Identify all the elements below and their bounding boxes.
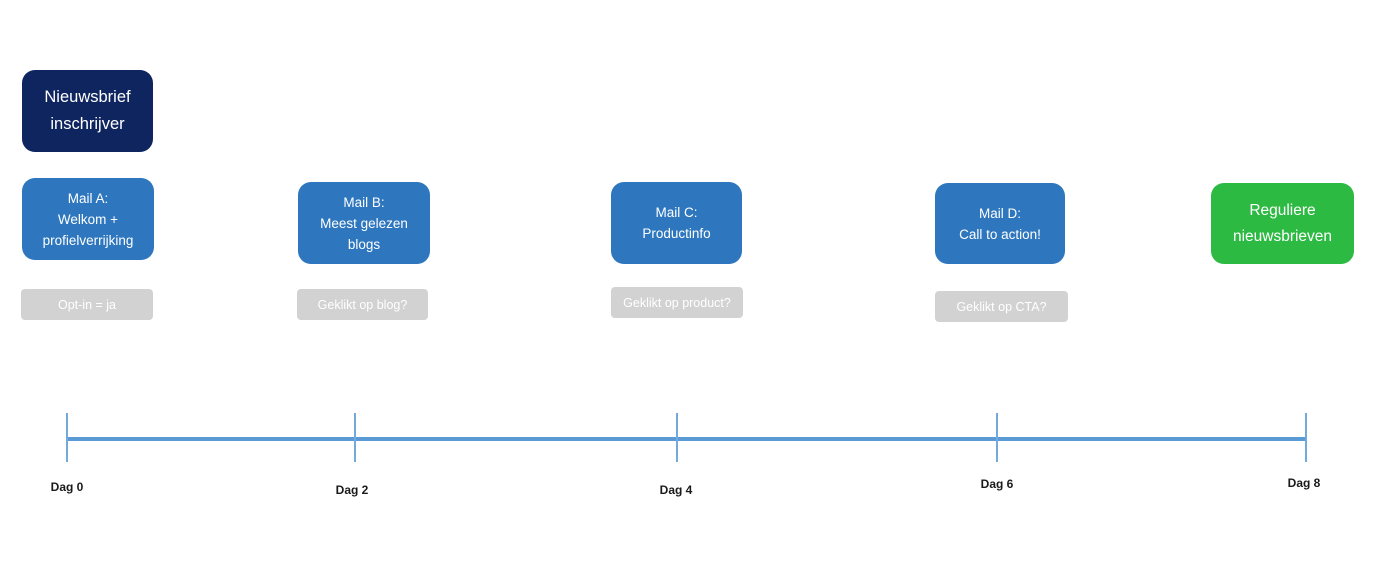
timeline-tick-dag-4 <box>676 413 678 462</box>
condition-geklikt-op-product: Geklikt op product? <box>611 287 743 318</box>
mail-c-label-line2: Productinfo <box>642 226 711 241</box>
timeline-label-dag-0: Dag 0 <box>50 480 84 494</box>
timeline-label-dag-2: Dag 2 <box>335 483 369 497</box>
mail-d-label-line1: Mail D: <box>978 205 1021 221</box>
timeline-label-dag-6: Dag 6 <box>980 477 1014 491</box>
timeline-tick-dag-2 <box>354 413 356 462</box>
outcome-node-label-line2: nieuwsbrieven <box>1232 227 1333 245</box>
entry-node-label-line2: inschrijver <box>50 115 125 133</box>
mail-b-label-line2: Meest gelezen <box>320 215 408 231</box>
mail-c-label-line1: Mail C: <box>655 205 698 220</box>
mail-b-label-line1: Mail B: <box>343 194 385 210</box>
mail-c-node: Mail C: Productinfo <box>611 182 742 264</box>
condition-opt-in: Opt-in = ja <box>21 289 153 320</box>
timeline-label-dag-4: Dag 4 <box>659 483 693 497</box>
mail-b-node: Mail B: Meest gelezen blogs <box>298 182 430 264</box>
mail-d-label-line2: Call to action! <box>959 226 1041 242</box>
condition-opt-in-label: Opt-in = ja <box>57 297 116 312</box>
mail-a-label-line3: profielverrijking <box>42 232 134 248</box>
mail-d-node: Mail D: Call to action! <box>935 183 1065 264</box>
mail-b-label-line3: blogs <box>347 236 381 252</box>
timeline-tick-dag-8 <box>1305 413 1307 462</box>
outcome-node-label-line1: Reguliere <box>1249 201 1316 219</box>
timeline-axis <box>67 437 1307 441</box>
entry-node-nieuwsbrief-inschrijver: Nieuwsbrief inschrijver <box>22 70 153 152</box>
timeline-label-dag-8: Dag 8 <box>1287 476 1321 490</box>
outcome-node-reguliere-nieuwsbrieven: Reguliere nieuwsbrieven <box>1211 183 1354 264</box>
condition-geklikt-op-blog-label: Geklikt op blog? <box>317 297 408 312</box>
timeline-tick-dag-0 <box>66 413 68 462</box>
condition-geklikt-op-cta: Geklikt op CTA? <box>935 291 1068 322</box>
condition-geklikt-op-blog: Geklikt op blog? <box>297 289 428 320</box>
mail-a-label-line2: Welkom + <box>57 211 119 227</box>
timeline-tick-dag-6 <box>996 413 998 462</box>
condition-geklikt-op-cta-label: Geklikt op CTA? <box>956 299 1047 314</box>
entry-node-label-line1: Nieuwsbrief <box>44 88 131 106</box>
condition-geklikt-op-product-label: Geklikt op product? <box>623 295 731 310</box>
mail-a-label-line1: Mail A: <box>67 190 109 206</box>
mail-a-node: Mail A: Welkom + profielverrijking <box>22 178 154 260</box>
